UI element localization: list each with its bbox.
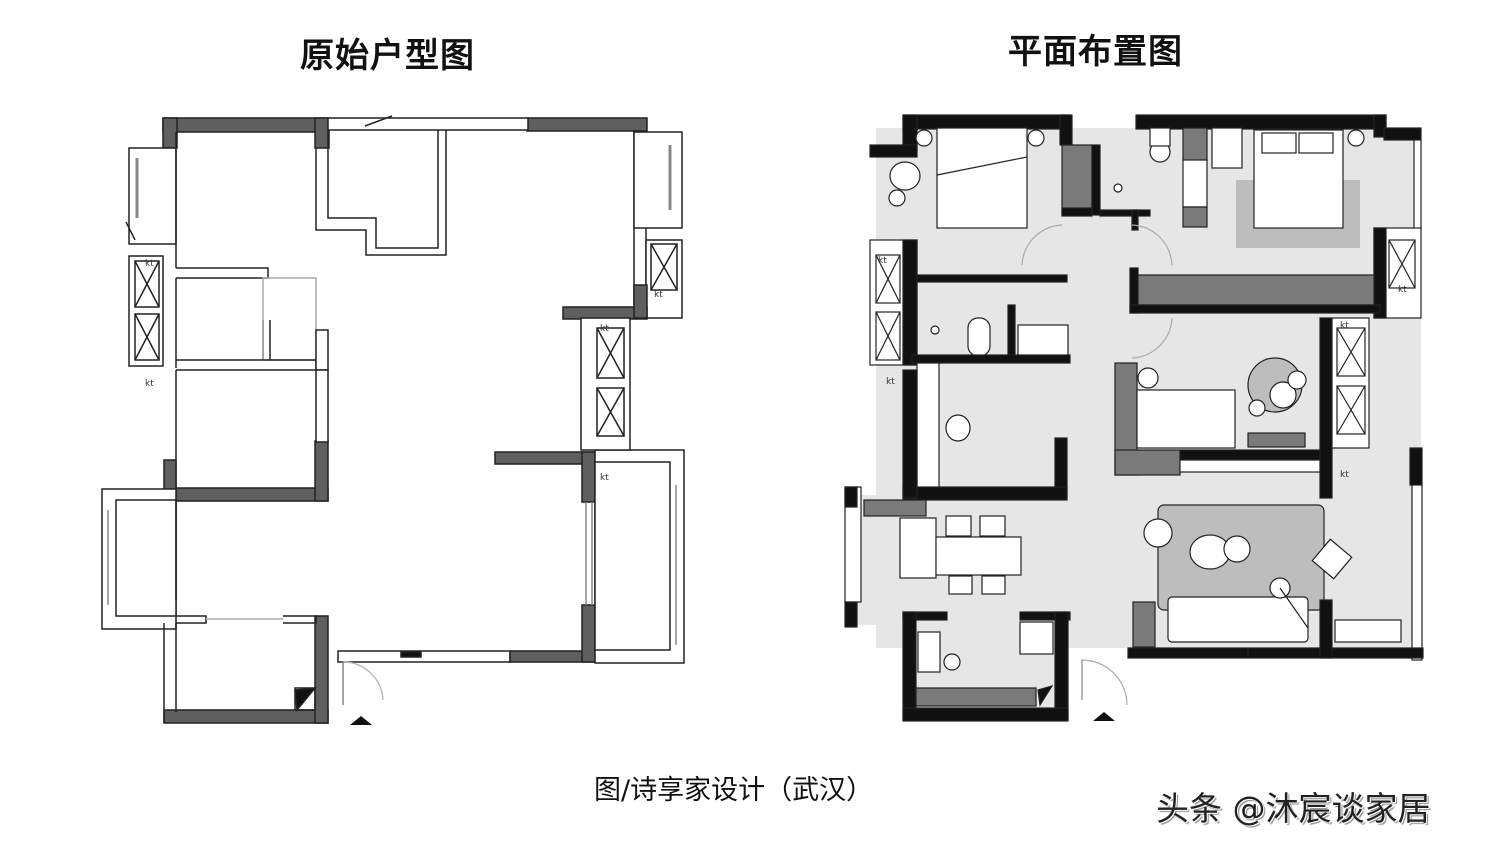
ac-label: kt: [878, 256, 887, 266]
ac-label: kt: [1340, 321, 1349, 331]
ac-label: kt: [1398, 285, 1407, 295]
ac-label: kt: [1340, 470, 1349, 480]
ac-label: kt: [600, 473, 609, 483]
watermark: 头条 @沐宸谈家居: [1156, 789, 1431, 828]
ac-label: kt: [145, 259, 154, 269]
original-floor-plan: kt kt kt kt kt: [101, 115, 685, 725]
layout-plan-title: 平面布置图: [1008, 32, 1183, 72]
original-plan-title: 原始户型图: [300, 36, 475, 76]
furnished-floor-plan: kt kt kt kt kt: [844, 114, 1424, 722]
ac-label: kt: [145, 379, 154, 389]
ac-label: kt: [654, 290, 663, 300]
ac-label: kt: [886, 377, 895, 387]
image-caption: 图/诗享家设计（武汉）: [594, 775, 874, 806]
ac-label: kt: [600, 324, 609, 334]
